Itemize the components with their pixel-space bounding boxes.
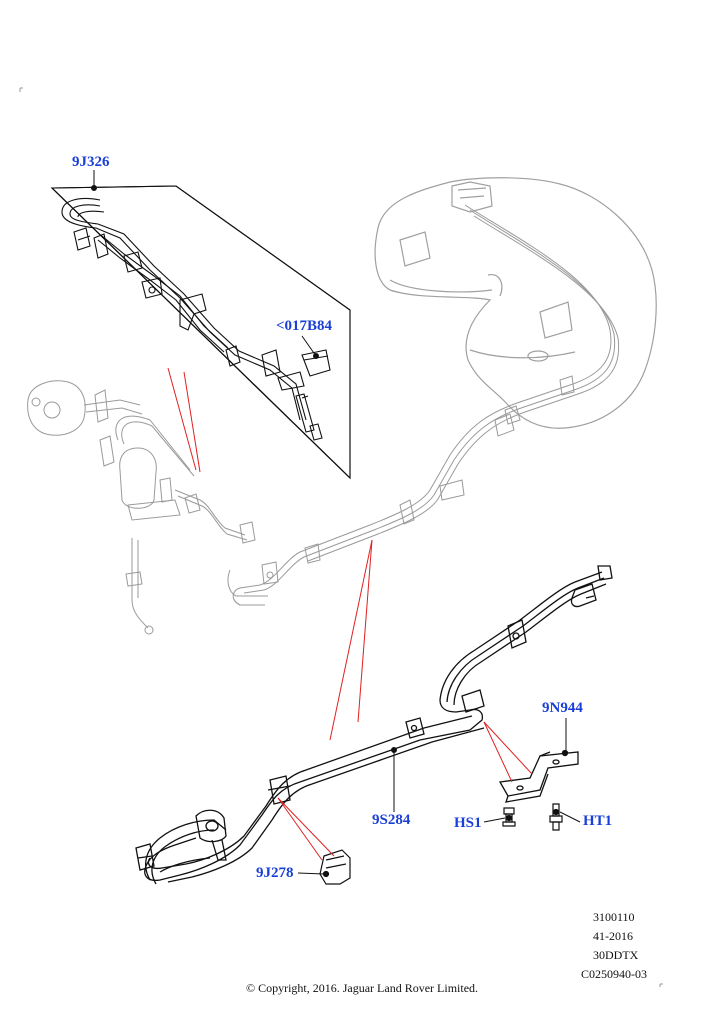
- installed-fuel-lines: [27, 204, 620, 635]
- callout-9j278[interactable]: 9J278: [256, 865, 294, 881]
- callout-9j326[interactable]: 9J326: [72, 154, 110, 170]
- bracket-9n944: [498, 749, 579, 803]
- callout-9n944[interactable]: 9N944: [542, 700, 583, 716]
- info-line-4: C0250940-03: [581, 967, 647, 981]
- corner-mark-left: [19, 87, 23, 92]
- bolt-hs1: [502, 807, 516, 827]
- detail-box-frame: [50, 185, 351, 480]
- copyright-notice: © Copyright, 2016. Jaguar Land Rover Lim…: [245, 981, 479, 995]
- callout-9s284[interactable]: 9S284: [372, 812, 411, 828]
- callout-leaders: [91, 170, 581, 875]
- info-line-1: 3100110: [593, 910, 635, 924]
- connector-9j278: [319, 849, 351, 885]
- pipe-9s284: [135, 565, 613, 885]
- info-line-3: 30DDTX: [593, 948, 639, 962]
- pipe-9j326: [61, 197, 331, 441]
- info-line-2: 41-2016: [593, 929, 633, 943]
- callout-ht1[interactable]: HT1: [583, 813, 613, 829]
- corner-mark-right: [659, 983, 663, 987]
- info-block: 3100110 41-2016 30DDTX C0250940-03: [581, 908, 647, 984]
- stud-ht1: [549, 803, 563, 831]
- callout-017b84[interactable]: <017B84: [276, 318, 333, 334]
- red-leaders: [167, 367, 533, 861]
- callout-hs1[interactable]: HS1: [454, 815, 482, 831]
- fuel-tank: [374, 177, 657, 429]
